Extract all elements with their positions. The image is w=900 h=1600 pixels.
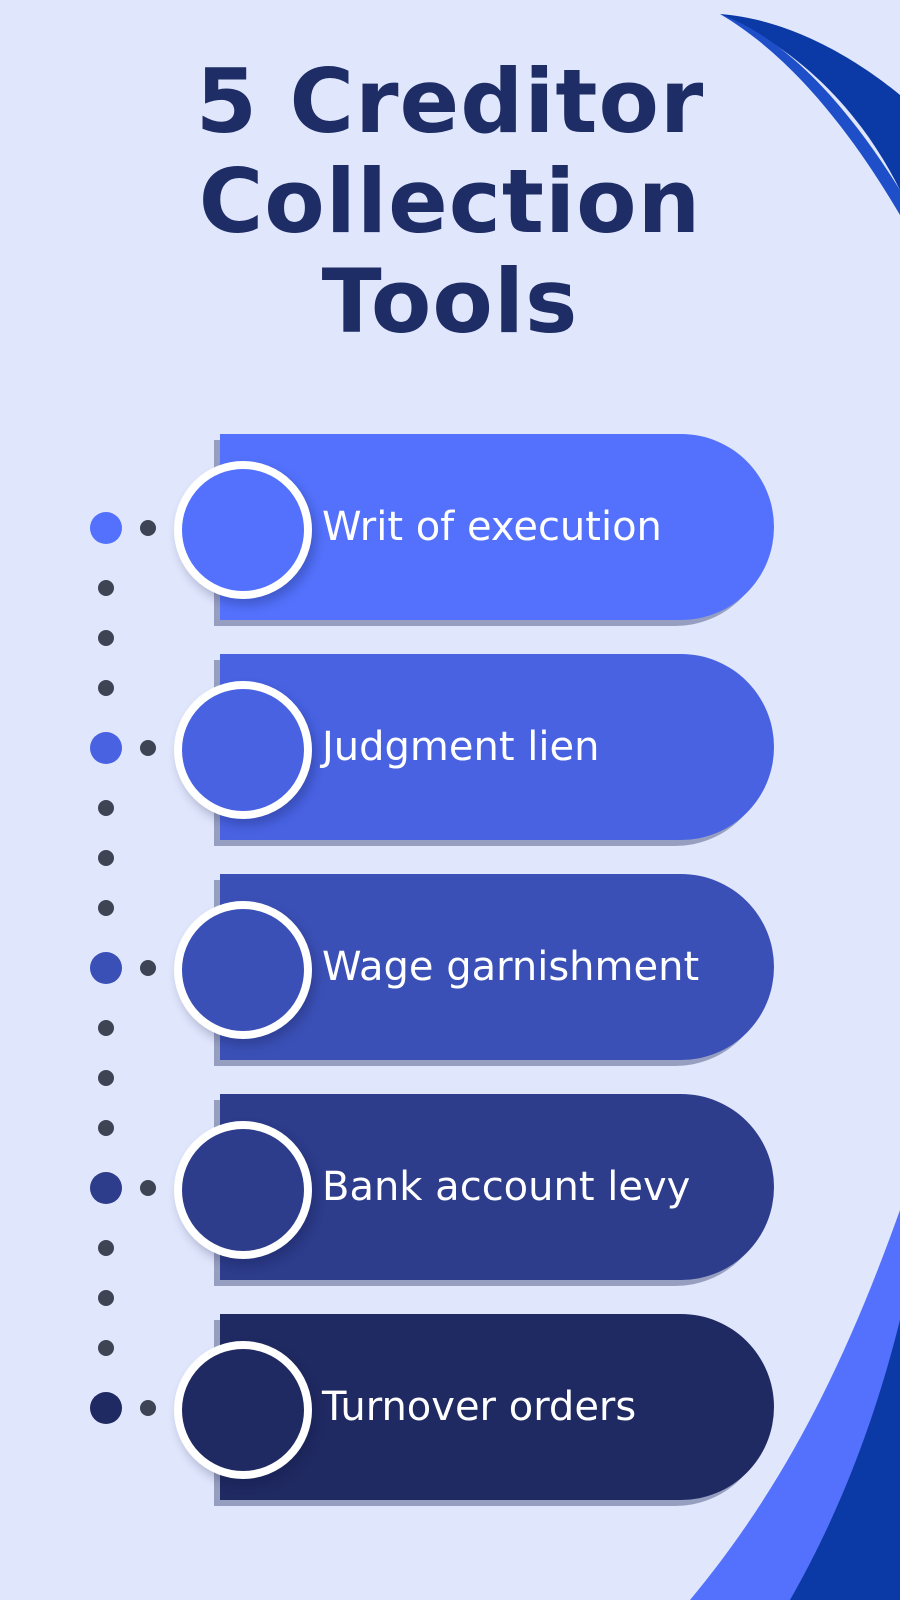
timeline-marker-icon (90, 952, 122, 984)
trail-dot (98, 1240, 114, 1256)
page-title-line-3: Tools (321, 250, 579, 353)
circle-ring-icon (174, 1341, 312, 1479)
tool-item-turnover-orders: Turnover orders (0, 1314, 900, 1504)
trail-dot (98, 680, 114, 696)
tool-pill (220, 874, 774, 1060)
tool-pill (220, 1094, 774, 1280)
tool-item-bank-account-levy: Bank account levy (0, 1094, 900, 1284)
top-right-swoosh-dark (720, 14, 900, 190)
tool-item-judgment-lien: Judgment lien (0, 654, 900, 844)
page-title: 5 Creditor Collection Tools (0, 52, 900, 352)
tool-pill (220, 654, 774, 840)
timeline-marker-icon (90, 1172, 122, 1204)
tool-label: Wage garnishment (322, 944, 700, 990)
connector-dot (140, 740, 156, 756)
trail-dot (98, 1290, 114, 1306)
timeline-marker-icon (90, 512, 122, 544)
connector-dot (140, 520, 156, 536)
timeline-marker-icon (90, 732, 122, 764)
timeline-marker-icon (90, 1392, 122, 1424)
bottom-right-swoosh-dark (790, 1320, 900, 1600)
circle-ring-icon (174, 681, 312, 819)
tool-item-writ-of-execution: Writ of execution (0, 434, 900, 624)
trail-dot (98, 1340, 114, 1356)
tool-item-wage-garnishment: Wage garnishment (0, 874, 900, 1064)
connector-dot (140, 1400, 156, 1416)
trail-dot (98, 900, 114, 916)
tool-pill (220, 1314, 774, 1500)
trail-dot (98, 630, 114, 646)
trail-dot (98, 1120, 114, 1136)
circle-ring-icon (174, 461, 312, 599)
page-title-line-2: Collection (198, 150, 702, 253)
circle-ring-icon (174, 901, 312, 1039)
page-title-line-1: 5 Creditor (195, 50, 705, 153)
circle-ring-icon (174, 1121, 312, 1259)
trail-dot (98, 580, 114, 596)
tool-label: Writ of execution (322, 504, 662, 550)
trail-dot (98, 1020, 114, 1036)
tool-label: Judgment lien (322, 724, 600, 770)
trail-dot (98, 800, 114, 816)
connector-dot (140, 960, 156, 976)
trail-dot (98, 1070, 114, 1086)
connector-dot (140, 1180, 156, 1196)
trail-dot (98, 850, 114, 866)
tool-pill (220, 434, 774, 620)
tool-label: Bank account levy (322, 1164, 691, 1210)
tool-label: Turnover orders (322, 1384, 637, 1430)
